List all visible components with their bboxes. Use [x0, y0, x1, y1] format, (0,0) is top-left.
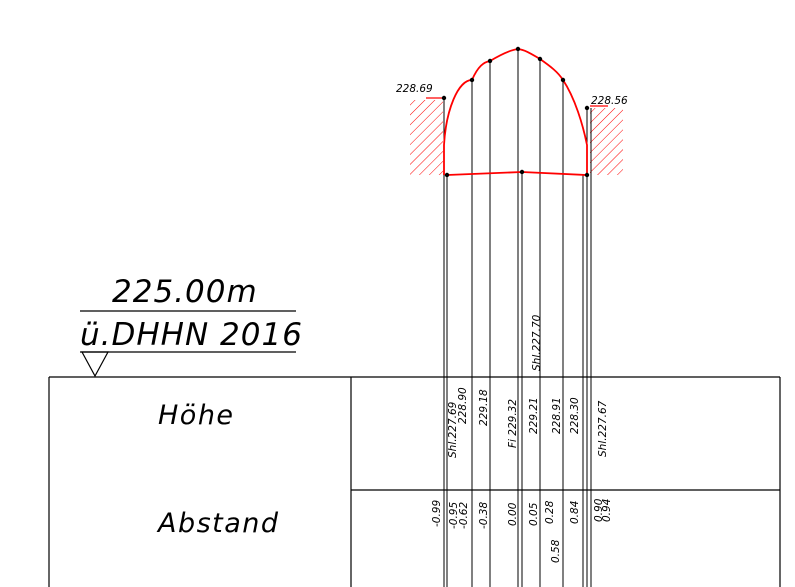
height-value: Shl.227.69 — [447, 401, 459, 458]
row-label-distance: Abstand — [156, 508, 280, 539]
distance-value: 0.05 — [528, 502, 540, 526]
datum-reference: ü.DHHN 2016 — [80, 317, 303, 353]
left-top-elevation: 228.69 — [396, 83, 433, 95]
height-value: 228.30 — [569, 397, 581, 434]
distance-value: 0.00 — [507, 502, 519, 526]
distance-value: 0.58 — [550, 539, 562, 563]
distance-value: 0.94 — [601, 499, 613, 522]
left-abutment-hatch — [410, 100, 443, 175]
vault-profile — [443, 48, 588, 176]
distance-value: -0.99 — [431, 500, 443, 527]
height-value: 229.21 — [528, 397, 540, 434]
distance-value: 0.28 — [544, 500, 556, 524]
profile-points — [441, 46, 590, 178]
height-value: 228.91 — [551, 397, 563, 434]
distance-value: -0.62 — [458, 502, 470, 529]
height-value: Shl.227.67 — [597, 400, 609, 457]
distance-value: -0.95 — [448, 502, 460, 529]
height-value: 228.90 — [457, 387, 469, 424]
measurement-lines — [443, 49, 592, 587]
datum-elevation: 225.00m — [112, 274, 258, 310]
height-value: Fi 229.32 — [507, 399, 519, 448]
right-abutment-hatch — [590, 108, 623, 175]
crown-label: Shl.227.70 — [531, 314, 543, 371]
distance-value: 0.90 — [593, 498, 605, 522]
right-top-elevation: 228.56 — [591, 95, 628, 107]
height-value: 229.18 — [478, 389, 490, 426]
table-frame — [48, 376, 781, 587]
distance-value: 0.84 — [569, 501, 581, 524]
datum-triangle-icon — [80, 351, 110, 378]
distance-value: -0.38 — [478, 502, 490, 529]
row-label-height: Höhe — [158, 400, 235, 431]
